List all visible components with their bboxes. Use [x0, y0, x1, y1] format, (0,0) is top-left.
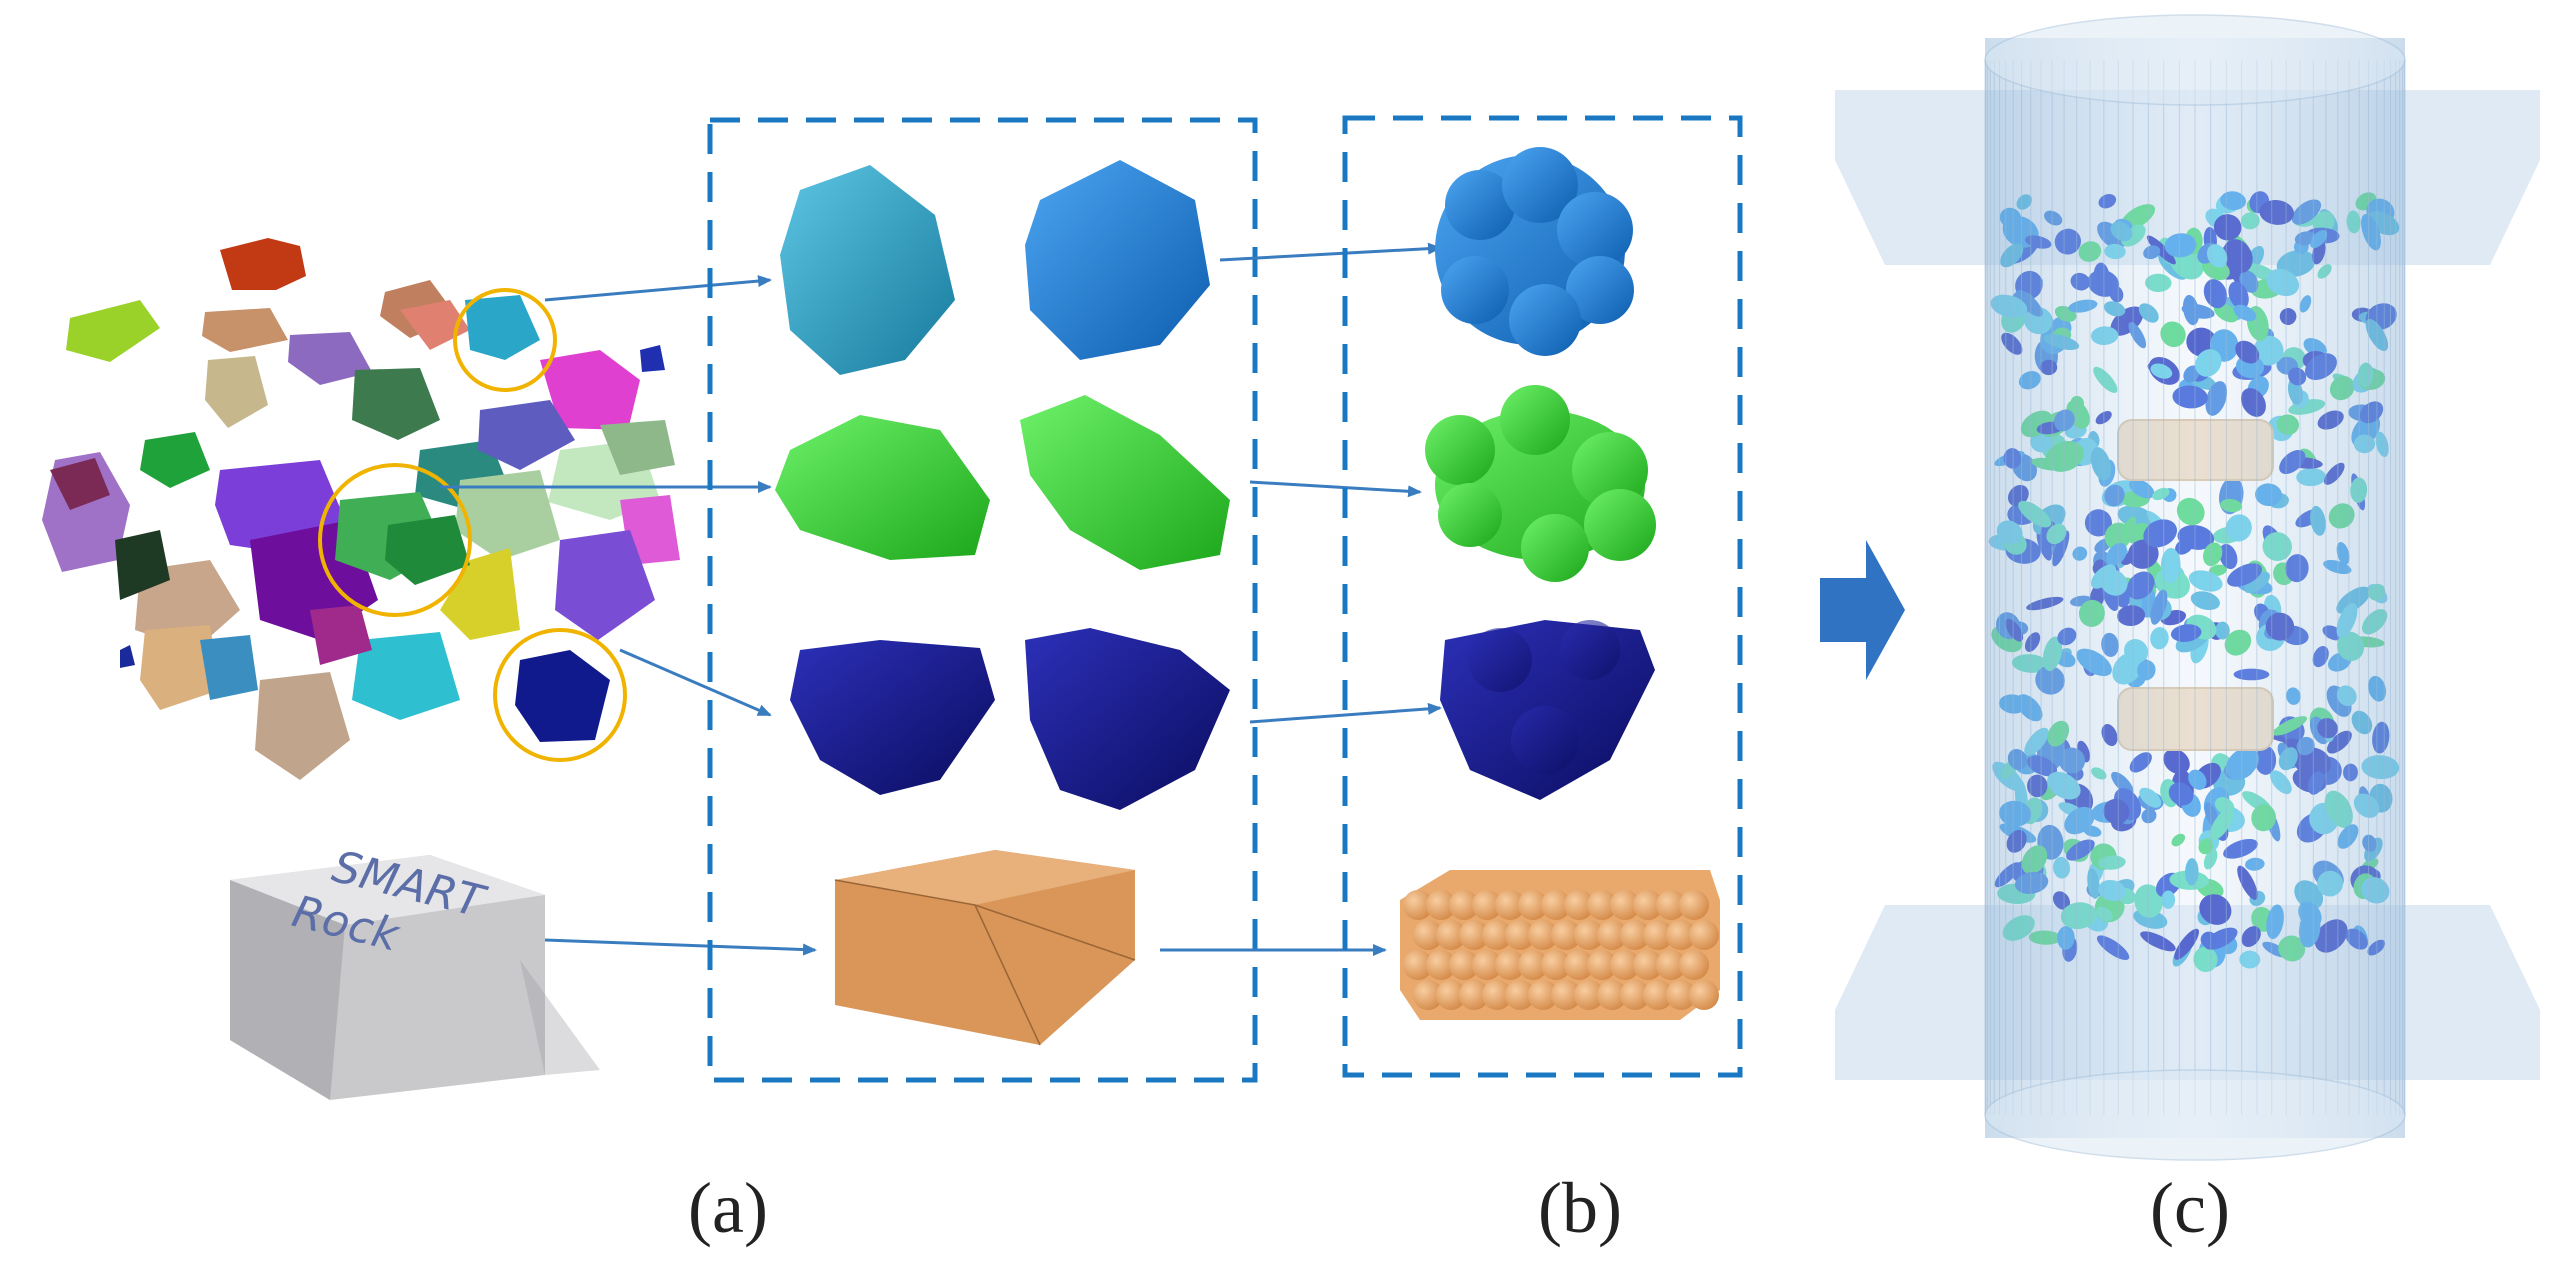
aggregate-collection — [42, 238, 680, 780]
arrow-row4-a — [544, 938, 817, 956]
arrow-row2-b — [1249, 480, 1422, 498]
arrow-row1-b — [1219, 242, 1442, 262]
dem-specimen — [1835, 14, 2540, 1161]
rock-row2-green-2 — [1020, 395, 1230, 570]
dashed-box-a — [707, 117, 1258, 1083]
rock-row3-navy-1 — [790, 640, 995, 795]
rock-row1-blue — [1025, 160, 1210, 360]
selection-circles — [318, 288, 627, 762]
dashed-box-b — [1342, 115, 1743, 1078]
arrow-row1-a — [544, 275, 772, 302]
selection-circle-1 — [453, 288, 557, 392]
arrow-row3-b — [1249, 702, 1442, 724]
cylinder-top — [1984, 14, 2406, 106]
clump-row3-navy — [1440, 620, 1655, 800]
arrow-row3-a — [619, 648, 772, 717]
big-arrow — [1820, 540, 1905, 680]
cylinder-bottom — [1984, 1069, 2406, 1161]
clump-arrows — [1160, 242, 1442, 956]
clump-row1-blue — [1435, 147, 1634, 356]
smartrock-photo: SMART Rock — [230, 841, 600, 1100]
rock-row3-navy-2 — [1025, 628, 1230, 810]
clumped-rocks — [1400, 147, 1720, 1020]
scan-arrows — [440, 275, 817, 956]
clump-row2-green — [1425, 385, 1656, 582]
panel-label-c: (c) — [2150, 1168, 2230, 1248]
selection-circle-2 — [318, 463, 472, 617]
panel-label-b: (b) — [1538, 1168, 1622, 1248]
panel-label-a: (a) — [688, 1168, 768, 1248]
box-solid — [834, 850, 1136, 1046]
scanned-rocks — [775, 160, 1230, 1046]
clump-box-spheres — [1400, 870, 1720, 1020]
rock-row1-cyan — [780, 165, 955, 375]
rock-row2-green-1 — [775, 415, 990, 560]
selection-circle-3 — [493, 628, 627, 762]
